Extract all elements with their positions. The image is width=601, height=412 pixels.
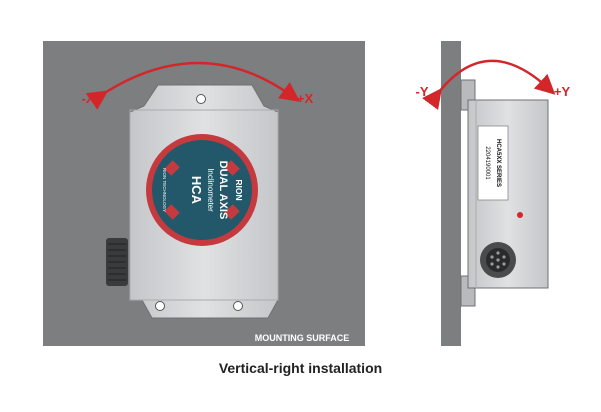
axis-label-neg-y: -Y (416, 84, 429, 99)
side-label-series: HCA5XX SERIES (495, 139, 501, 187)
y-rotation-arrow (422, 59, 556, 110)
side-label-serial: 2204190001 (484, 146, 490, 180)
badge-line1: DUAL AXIS (217, 161, 229, 220)
mounting-hole (196, 94, 206, 104)
x-rotation-arrow (86, 61, 301, 110)
inclinometer-side-view: HCA5XX SERIES 2204190001 (460, 79, 549, 307)
mounting-surface-side-label: MOUNTING SURFACE (493, 243, 503, 338)
badge-ring-text: RION TECHNOLOGY (162, 168, 167, 212)
side-label-sticker (477, 125, 509, 201)
mounting-hole (155, 301, 165, 311)
inclinometer-front-view: RION DUAL AXIS Inclinometer HCA RION TEC… (106, 84, 279, 319)
axis-label-neg-x: -X (82, 91, 95, 106)
badge-line3: HCA (189, 176, 204, 205)
mounting-hole (233, 301, 243, 311)
axis-label-pos-y: +Y (554, 84, 571, 99)
mounting-surface-label: MOUNTING SURFACE (255, 333, 350, 343)
mounting-surface-side-panel (441, 41, 461, 346)
status-led (517, 212, 523, 218)
product-badge: RION DUAL AXIS Inclinometer HCA RION TEC… (146, 134, 258, 246)
figure-caption: Vertical-right installation (218, 360, 383, 376)
axis-label-pos-x: +X (297, 91, 314, 106)
badge-line2: Inclinometer (206, 168, 215, 212)
badge-brand: RION (234, 179, 244, 200)
